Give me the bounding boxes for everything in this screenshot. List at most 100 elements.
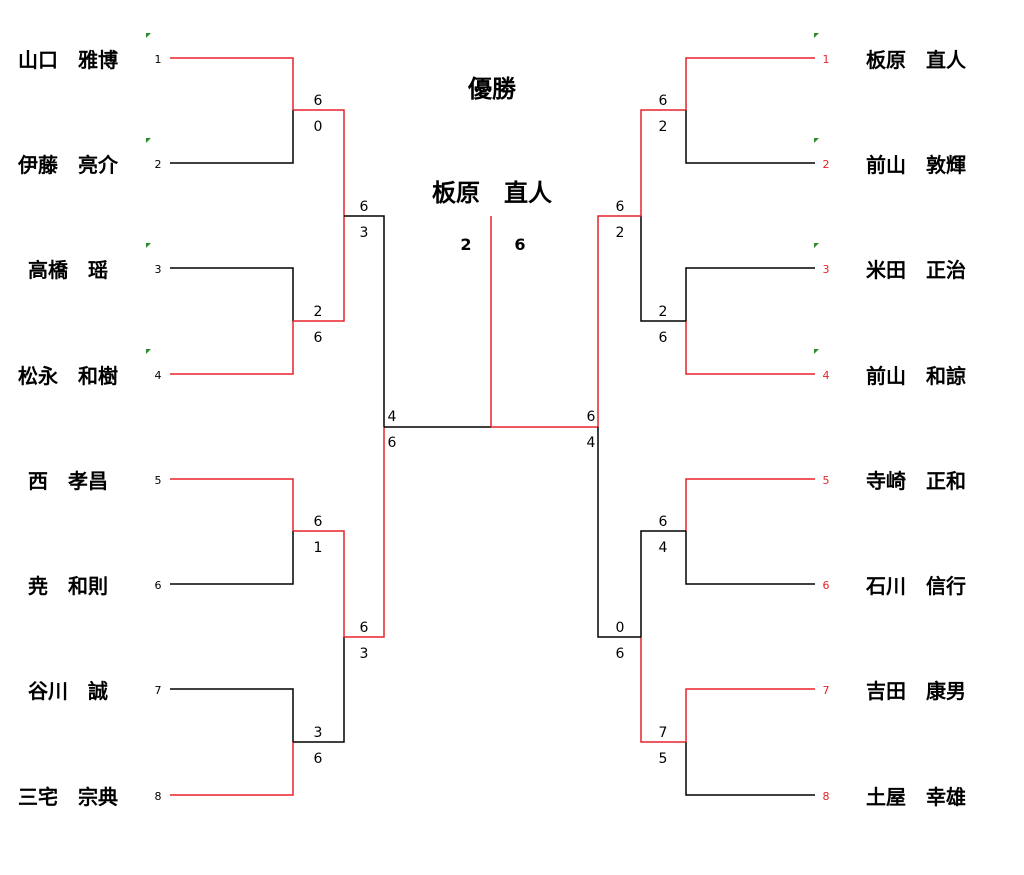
player-name: 山口 雅博 — [18, 48, 118, 72]
green-marker-icon — [146, 243, 151, 248]
bracket-line — [685, 531, 815, 585]
left-player-6: 尭 和則 6 — [27, 574, 162, 598]
seed-number: 2 — [155, 158, 162, 171]
score-top: 4 — [388, 409, 397, 425]
seed-number: 7 — [823, 684, 830, 697]
right-player-5: 5 寺崎 正和 — [823, 469, 967, 493]
bracket-line — [685, 267, 815, 321]
green-marker-icon — [146, 138, 151, 143]
score-top: 6 — [659, 514, 668, 530]
score-bottom: 1 — [314, 540, 323, 556]
bracket-line — [170, 321, 294, 375]
seed-number: 3 — [823, 263, 830, 276]
player-name: 土屋 幸雄 — [866, 785, 966, 809]
score-bottom: 6 — [388, 435, 397, 451]
player-name: 板原 直人 — [866, 48, 967, 72]
bracket-line — [685, 57, 815, 110]
final-score-right: 6 — [514, 235, 525, 254]
right-players: 1 板原 直人 2 前山 敦輝 3 米田 正治 4 前山 和諒 5 寺崎 正和 … — [814, 33, 967, 809]
left-player-8: 三宅 宗典 8 — [18, 785, 162, 809]
player-name: 前山 敦輝 — [866, 153, 966, 177]
green-marker-icon — [814, 349, 819, 354]
player-name: 石川 信行 — [865, 574, 966, 598]
bracket-line — [344, 215, 385, 427]
bracket-line — [640, 530, 686, 637]
seed-number: 4 — [155, 369, 162, 382]
bracket-line — [685, 742, 815, 796]
bracket-line — [170, 531, 294, 585]
bracket-line — [170, 267, 294, 321]
left-bracket-lines — [170, 57, 491, 796]
green-marker-icon — [814, 33, 819, 38]
score-top: 7 — [659, 725, 668, 741]
seed-number: 1 — [823, 53, 830, 66]
player-name: 米田 正治 — [866, 258, 966, 282]
bracket-line — [685, 688, 815, 742]
green-marker-icon — [814, 138, 819, 143]
right-player-7: 7 吉田 康男 — [823, 679, 967, 703]
green-marker-icon — [146, 33, 151, 38]
score-bottom: 3 — [360, 225, 369, 241]
bracket-line — [170, 110, 294, 164]
bracket-line — [344, 427, 385, 638]
player-name: 高橋 瑶 — [28, 258, 108, 282]
seed-number: 4 — [823, 369, 830, 382]
bracket-line — [170, 688, 294, 742]
score-top: 6 — [314, 514, 323, 530]
seed-number: 8 — [155, 790, 162, 803]
left-player-4: 松永 和樹 4 — [18, 349, 162, 388]
player-name: 谷川 誠 — [28, 679, 108, 703]
bracket-line — [293, 109, 345, 216]
score-bottom: 3 — [360, 646, 369, 662]
score-bottom: 6 — [314, 751, 323, 767]
champion-name: 板原 直人 — [432, 179, 552, 207]
seed-number: 7 — [155, 684, 162, 697]
score-bottom: 4 — [587, 435, 596, 451]
score-top: 6 — [587, 409, 596, 425]
bracket-line — [170, 478, 294, 531]
right-player-3: 3 米田 正治 — [814, 243, 966, 282]
bracket-line — [640, 109, 686, 216]
bracket-line — [170, 57, 294, 110]
right-player-2: 2 前山 敦輝 — [814, 138, 966, 177]
right-player-1: 1 板原 直人 — [814, 33, 967, 72]
seed-number: 2 — [823, 158, 830, 171]
score-top: 2 — [314, 304, 323, 320]
green-marker-icon — [814, 243, 819, 248]
right-player-4: 4 前山 和諒 — [814, 349, 966, 388]
score-bottom: 5 — [659, 751, 668, 767]
player-name: 尭 和則 — [27, 574, 108, 598]
seed-number: 8 — [823, 790, 830, 803]
seed-number: 1 — [155, 53, 162, 66]
score-bottom: 4 — [659, 540, 668, 556]
bracket-line — [293, 530, 345, 637]
seed-number: 6 — [823, 579, 830, 592]
bracket-line — [685, 478, 815, 531]
bracket-line — [597, 215, 641, 427]
bracket-line — [685, 321, 815, 375]
score-bottom: 2 — [659, 119, 668, 135]
bracket-line — [293, 637, 345, 743]
left-player-5: 西 孝昌 5 — [28, 469, 162, 493]
player-name: 伊藤 亮介 — [17, 153, 119, 177]
score-top: 6 — [360, 199, 369, 215]
score-top: 6 — [659, 93, 668, 109]
player-name: 吉田 康男 — [866, 679, 966, 703]
score-bottom: 6 — [314, 330, 323, 346]
green-marker-icon — [146, 349, 151, 354]
left-player-7: 谷川 誠 7 — [28, 679, 162, 703]
score-top: 2 — [659, 304, 668, 320]
right-player-6: 6 石川 信行 — [823, 574, 967, 598]
score-bottom: 0 — [314, 119, 323, 135]
score-bottom: 6 — [659, 330, 668, 346]
score-top: 6 — [314, 93, 323, 109]
seed-number: 5 — [155, 474, 162, 487]
seed-number: 6 — [155, 579, 162, 592]
player-name: 寺崎 正和 — [866, 469, 966, 493]
left-scores: 6 0 2 6 6 1 3 6 6 3 6 3 4 6 — [314, 93, 397, 767]
right-bracket-lines — [597, 57, 815, 796]
player-name: 前山 和諒 — [866, 364, 966, 388]
seed-number: 3 — [155, 263, 162, 276]
score-bottom: 6 — [616, 646, 625, 662]
